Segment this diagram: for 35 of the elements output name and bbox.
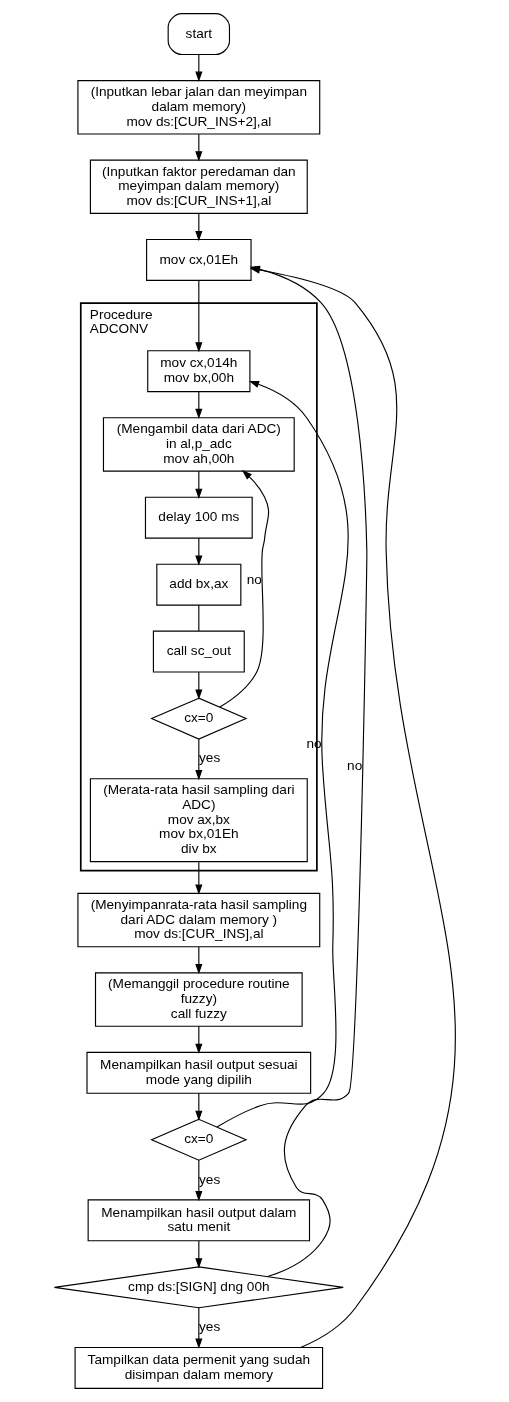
node-diamond: cx=0 [149,1118,247,1161]
edge-label: yes [198,750,220,766]
arrow [194,1092,202,1121]
arrow [194,738,202,781]
node-box: mov cx,01Eh [145,238,252,281]
node-diamond: cx=0 [149,697,247,740]
node-box: (Inputkan lebar jalan dan meyimpan dalam memory) mov ds:[CUR_INS+2],al [76,80,320,135]
node-box: (Inputkan faktor peredaman dan meyimpan dalam memory) mov ds:[CUR_INS+1],al [89,159,308,214]
node-box: (Merata-rata hasil sampling dari ADC) mov ax,bx mov bx,01Eh div bx [89,778,308,863]
edge-label: no [246,572,262,588]
node-box: Tampilkan data permenit yang sudah disimpan dalam memory [74,1346,323,1389]
arrow [215,380,349,1128]
edge-label: no [346,757,362,773]
arrow [194,1159,202,1202]
node-box: Menampilkan hasil output sesuai mode yang dipilih [85,1051,311,1094]
edge-label: yes [198,1319,220,1335]
node-box: delay 100 ms [144,496,253,539]
arrow [194,537,202,566]
edge-label: yes [198,1171,220,1187]
node-box: mov cx,014h mov bx,00h [146,350,250,393]
arrow [218,470,269,708]
arrow [194,1307,202,1349]
node-box: (Menyimpanrata-rata hasil sampling dari ADC dalam memory ) mov ds:[CUR_INS],al [76,892,320,948]
node-box: Menampilkan hasil output dalam satu menit [87,1199,310,1242]
node-diamond: cmp ds:[SIGN] dng 00h [53,1266,344,1309]
node-box: start [167,13,230,56]
node-box: call sc_out [152,630,245,673]
arrow [194,470,202,499]
node-box: (Mengambil data dari ADC) in al,p_adc mov ah,00h [102,417,295,472]
node-box: (Memanggil procedure routine fuzzy) call fuzzy [94,972,303,1027]
arrow [194,1025,202,1055]
connector [197,604,199,632]
arrow [194,280,202,353]
arrow [194,861,202,895]
node-box: add bx,ax [155,563,241,606]
